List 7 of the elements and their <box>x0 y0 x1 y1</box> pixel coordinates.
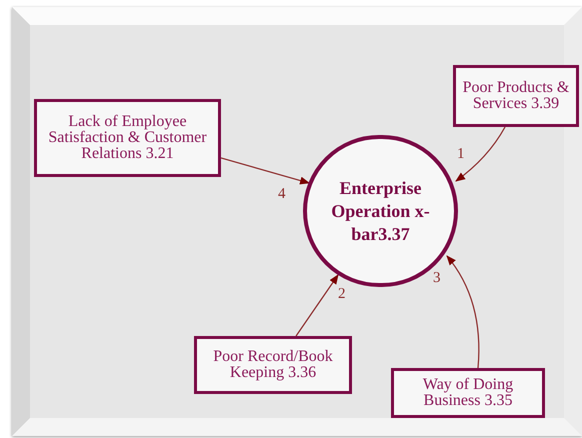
cause-box: Poor Record/Book Keeping 3.36 <box>194 336 352 394</box>
arrow <box>296 274 339 336</box>
cause-box: Poor Products & Services 3.39 <box>453 65 579 127</box>
cause-box: Way of Doing Business 3.35 <box>391 368 545 418</box>
arrow <box>446 255 480 368</box>
cause-box: Lack of Employee Satisfaction & Customer Relations 3.21 <box>34 99 221 177</box>
arrow <box>220 157 310 184</box>
